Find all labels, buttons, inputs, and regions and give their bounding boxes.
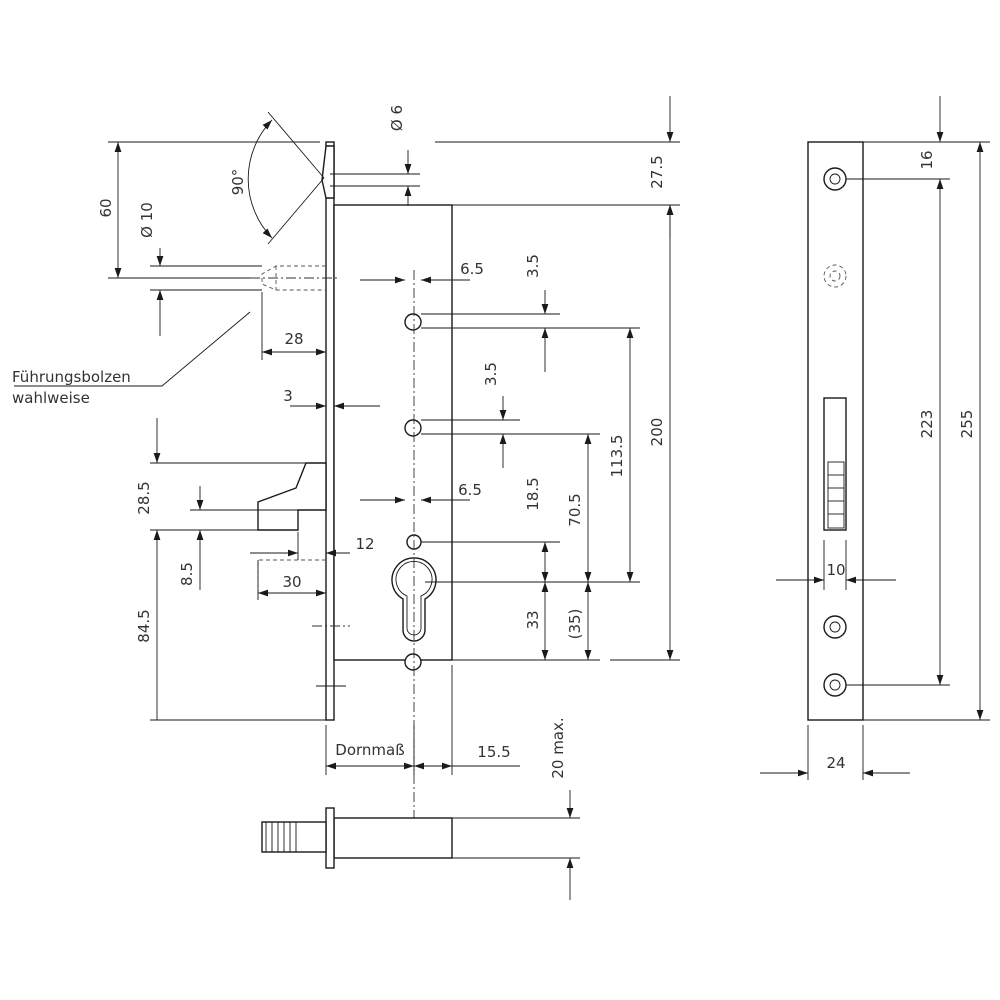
forend-bottom <box>325 807 335 869</box>
dim-255: 255 <box>958 410 976 439</box>
dim-30: 30 <box>282 573 301 591</box>
deadbolt <box>257 462 327 531</box>
label-bolt-diameter: Ø 10 <box>138 202 156 238</box>
dim-12: 12 <box>355 535 374 553</box>
dim-10: 10 <box>826 561 845 579</box>
screw-hole-lower-1 <box>823 615 847 639</box>
dim-8-5: 8.5 <box>178 562 196 586</box>
latch-bolt <box>321 145 335 199</box>
latch-opening <box>823 397 847 531</box>
dim-27-5: 27.5 <box>648 155 666 188</box>
screw-hole-top <box>823 167 847 191</box>
dim-6-5-top: 6.5 <box>460 260 484 278</box>
slot-hole-2 <box>404 419 422 437</box>
dim-33: 33 <box>524 610 542 629</box>
lock-case <box>333 204 453 661</box>
dim-60: 60 <box>97 198 115 217</box>
dim-223: 223 <box>918 410 936 439</box>
label-guide-bolt-line2: wahlweise <box>12 389 90 407</box>
faceplate <box>325 141 335 721</box>
label-hole-diameter: Ø 6 <box>388 105 406 131</box>
dimension-labels: 90° Ø 10 Ø 6 Führungsbolzen wahlweise Do… <box>12 105 976 779</box>
dim-200: 200 <box>648 418 666 447</box>
label-guide-bolt-line1: Führungsbolzen <box>12 368 131 386</box>
dim-28: 28 <box>284 330 303 348</box>
label-angle: 90° <box>229 169 247 196</box>
dim-3: 3 <box>283 387 293 405</box>
front-view <box>807 141 864 721</box>
screw-hole-lower-2 <box>823 673 847 697</box>
screw-hole-mid <box>823 264 847 288</box>
guide-bolt <box>250 265 340 291</box>
dim-6-5-mid: 6.5 <box>458 481 482 499</box>
bottom-view <box>261 807 453 869</box>
dim-16: 16 <box>918 150 936 169</box>
dim-15-5: 15.5 <box>477 743 510 761</box>
dim-28-5: 28.5 <box>135 481 153 514</box>
dim-24: 24 <box>826 754 845 772</box>
bottom-hole <box>404 653 422 671</box>
case-bottom <box>333 817 453 859</box>
dim-70-5: 70.5 <box>566 493 584 526</box>
slot-hole-1 <box>404 313 422 331</box>
dim-84-5: 84.5 <box>135 609 153 642</box>
dim-113-5: 113.5 <box>608 435 626 478</box>
label-backset: Dornmaß <box>335 741 404 759</box>
dim-18-5: 18.5 <box>524 477 542 510</box>
dim-35: (35) <box>566 609 584 640</box>
spindle <box>261 821 327 853</box>
dim-3-5-mid: 3.5 <box>482 362 500 386</box>
dimension-lines <box>14 96 990 900</box>
dim-3-5-top: 3.5 <box>524 254 542 278</box>
dim-20-max: 20 max. <box>549 717 567 778</box>
side-view <box>250 141 453 830</box>
